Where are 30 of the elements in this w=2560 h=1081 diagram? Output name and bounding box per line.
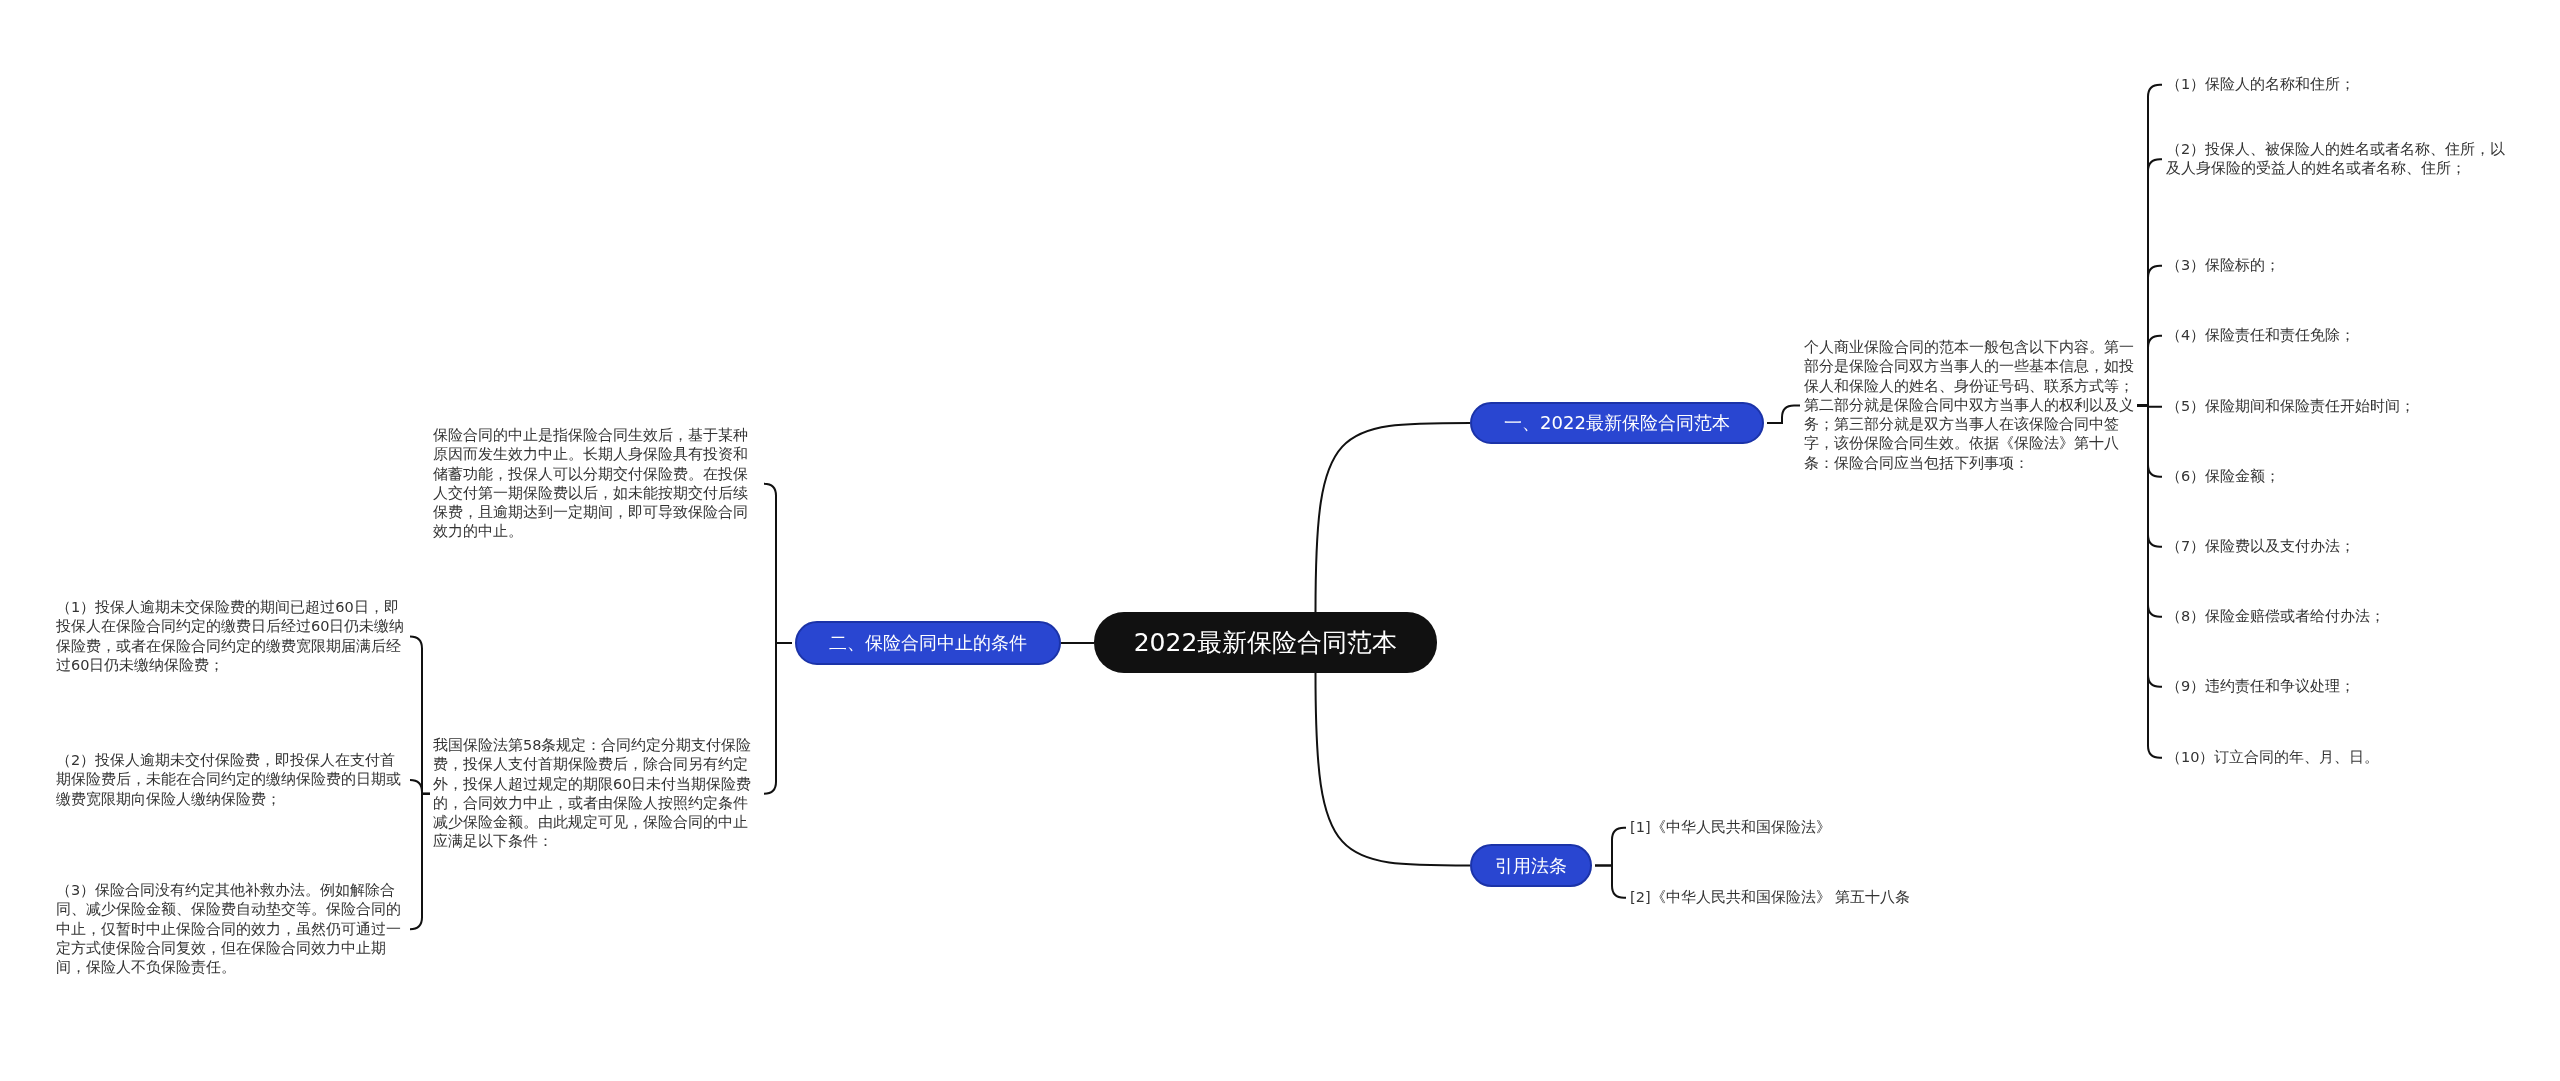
topic-text: 个人商业保险合同的范本一般包含以下内容。第一部分是保险合同双方当事人的一些基本信息，如投保人和保险人的姓名、身份证号码、联系方式等；第二部分就是保险合同中双方当事人的权利以及义务；第三部分就是双方当事人在该保险合同中签字，该份保险合同生效。依据《保险法》第十八条：保险合同应当包括下列事项： [1804, 338, 2134, 473]
topic-text: 我国保险法第58条规定：合同约定分期支付保险费，投保人支付首期保险费后，除合同另有约定外，投保人超过规定的期限60日未付当期保险费的，合同效力中止，或者由保险人按照约定条件减少保险金额。由此规定可见，保险合同的中止应满足以下条件： [433, 736, 753, 852]
topic-text: （1）保险人的名称和住所； [2166, 75, 2357, 94]
topic-text: （8）保险金赔偿或者给付办法； [2166, 607, 2387, 626]
topic-text: 保险合同的中止是指保险合同生效后，基于某种原因而发生效力中止。长期人身保险具有投资和储蓄功能，投保人可以分期交付保险费。在投保人交付第一期保险费以后，如未能按期交付后续保费，且逾期达到一定期间，即可导致保险合同效力的中止。 [433, 426, 749, 542]
topic-text: （3）保险合同没有约定其他补救办法。例如解除合同、减少保险金额、保险费自动垫交等。保险合同的中止，仅暂时中止保险合同的效力，虽然仍可通过一定方式使保险合同复效，但在保险合同效力中止期间，保险人不负保险责任。 [56, 881, 402, 978]
topic-text: （5）保险期间和保险责任开始时间； [2166, 397, 2417, 416]
topic-text: （4）保险责任和责任免除； [2166, 326, 2357, 345]
topic-text: （7）保险费以及支付办法； [2166, 537, 2357, 556]
connector-line [1060, 642, 1095, 644]
topic-text: （2）投保人、被保险人的姓名或者名称、住所，以及人身保险的受益人的姓名或者名称、住所； [2166, 140, 2507, 179]
topic-text: （6）保险金额； [2166, 467, 2282, 486]
topic-text: （1）投保人逾期未交保险费的期间已超过60日，即投保人在保险合同约定的缴费日后经过60日仍未缴纳保险费，或者在保险合同约定的缴费宽限期届满后经过60日仍未缴纳保险费； [56, 598, 406, 675]
connector-line [1314, 672, 1471, 867]
central-topic: 2022最新保险合同范本 [1094, 612, 1437, 673]
connector-line [409, 792, 431, 931]
branch-topic: 引用法条 [1470, 844, 1592, 887]
connector-line [1594, 864, 1627, 899]
branch-topic: 二、保险合同中止的条件 [795, 621, 1061, 665]
connector-line [1766, 404, 1801, 424]
connector-line [763, 642, 793, 795]
connector-line [1314, 422, 1471, 613]
topic-text: [2]《中华人民共和国保险法》 第五十八条 [1630, 888, 1912, 907]
connector-line [2136, 404, 2163, 759]
topic-text: （10）订立合同的年、月、日。 [2166, 748, 2381, 767]
topic-text: （9）违约责任和争议处理； [2166, 677, 2357, 696]
topic-text: （3）保险标的； [2166, 256, 2282, 275]
branch-topic: 一、2022最新保险合同范本 [1470, 402, 1764, 444]
topic-text: （2）投保人逾期未交付保险费，即投保人在支付首期保险费后，未能在合同约定的缴纳保险费的日期或缴费宽限期向保险人缴纳保险费； [56, 751, 402, 809]
topic-text: [1]《中华人民共和国保险法》 [1630, 818, 1832, 837]
